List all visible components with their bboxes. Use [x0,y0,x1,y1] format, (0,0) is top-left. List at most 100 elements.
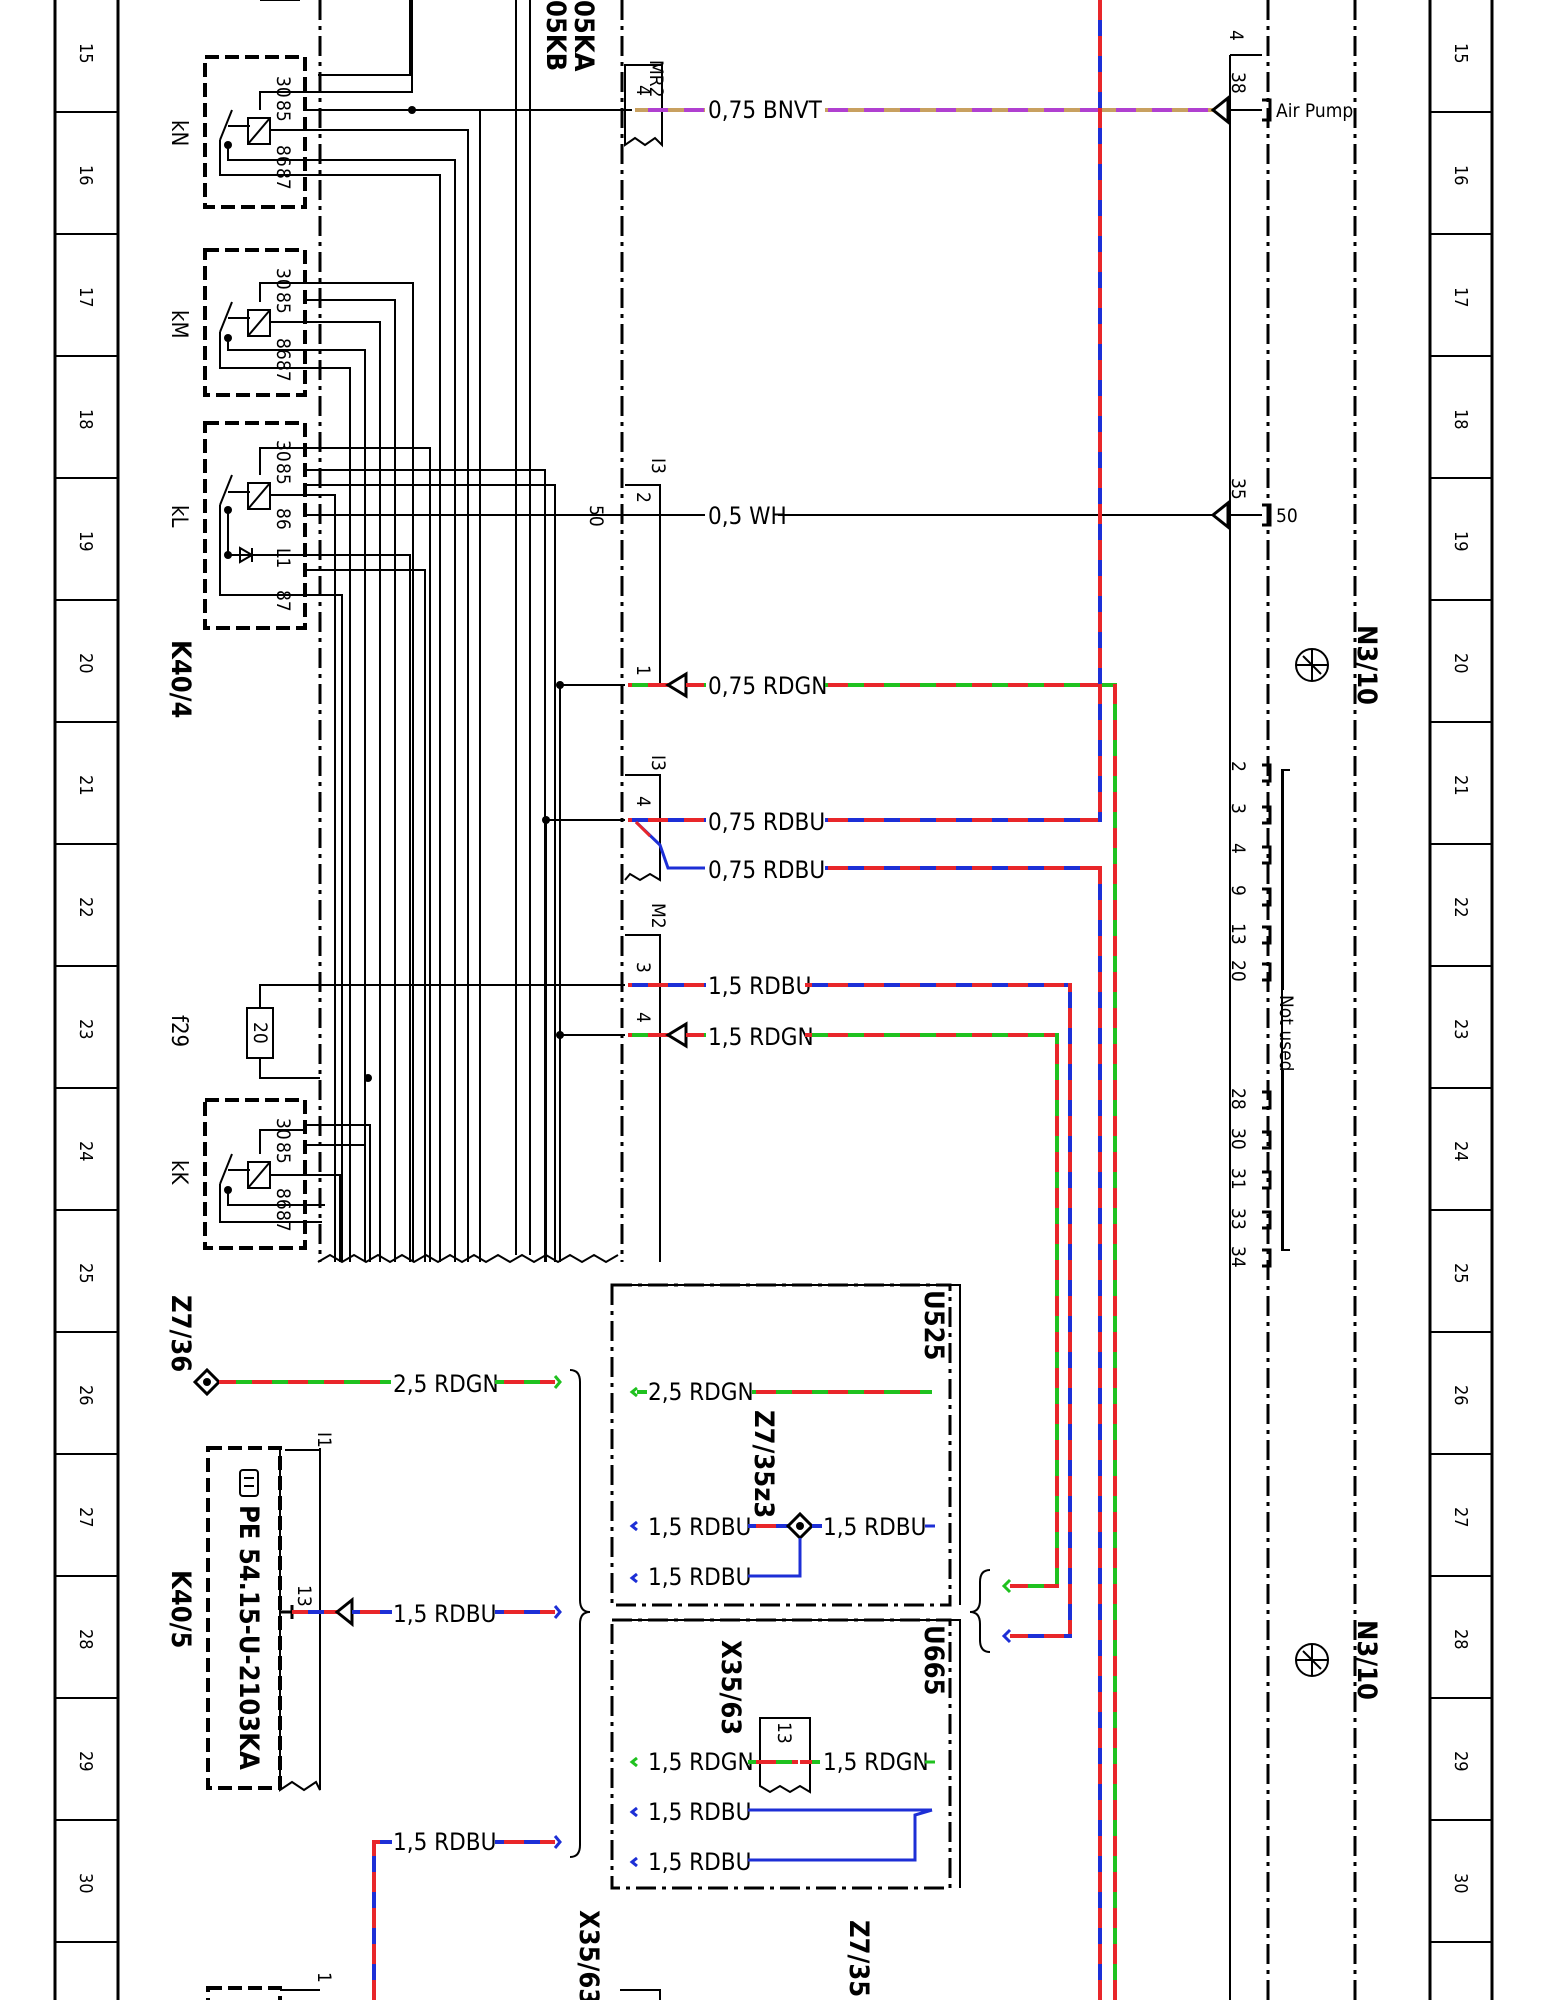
connector-label: M2 [647,903,669,929]
unused-pin-tick [1262,845,1272,865]
grid-row-label: 27 [1450,1507,1471,1528]
wire-label: 1,5 RDBU [823,1513,926,1541]
bottom-connector [620,1989,661,2000]
junction-dot [542,816,550,824]
not-used-label: Not used [1275,995,1297,1071]
grid-row-label: 18 [75,409,96,430]
grid-row-label: 25 [75,1263,96,1284]
wire-label: 1,5 RDBU [393,1828,496,1856]
pin-label: 3 [632,962,654,973]
relay-kn-label: kN [166,120,191,146]
reference-hand-icon [239,1469,259,1497]
unused-pin-tick [1262,1170,1272,1190]
grid-row-label: 17 [75,287,96,308]
unused-pin-tick [1262,1248,1272,1268]
grid-row-label: 28 [1450,1629,1471,1650]
u525-module: U525 2,5 RDGN Z7/35z3 1,5 RDBU 1,5 RDBU … [610,1283,961,1607]
wire-label: 0,75 RDBU [708,808,825,836]
wire-rdbu-1: 0,75 RDBU [628,0,1102,836]
wire-rdgn-1: 0,75 RDGN [628,671,1117,2000]
pin-label: 85 [272,1142,294,1164]
z7-35z3-label: Z7/35z3 [748,1410,779,1518]
wire-label: 0,75 BNVT [708,96,823,124]
pin-label: 2 [632,492,654,503]
grid-row-label: 26 [75,1385,96,1406]
pin-label: 86 [272,508,294,530]
pin-label: 1 [632,665,654,676]
grid-row-label: 23 [75,1019,96,1040]
relay-kk: kK 30 85 86 87 [166,1098,307,1250]
wire-label: 0,75 RDBU [708,856,825,884]
pin-label: 4 [632,796,654,807]
unused-pin-label: 3 [1227,803,1249,814]
connector-end [1001,1578,1012,1594]
unused-pin-tick [1262,1210,1272,1230]
pin-label: 86 [272,338,294,360]
wire-label: 1,5 RDGN [823,1748,929,1776]
fuse-value: 20 [249,1022,271,1044]
unused-pin-label: 31 [1227,1168,1249,1190]
n3-10-label: N3/10 [1351,1620,1382,1700]
pin-label: 38 [1227,72,1249,94]
grid-row-label: 22 [1450,897,1471,918]
wire-rdbu-3: 1,5 RDBU [628,972,1072,1638]
wire-rdgn-2: 1,5 RDGN [628,1021,1059,1588]
connector-m2: M2 3 4 [625,903,669,1262]
wire-label: 1,5 RDBU [648,1563,751,1591]
relay-kl: kL 30 85 86 L1 87 [166,421,307,630]
unused-pin-label: 30 [1227,1128,1249,1150]
grid-row-label: 28 [75,1629,96,1650]
wire-label: 1,5 RDBU [648,1513,751,1541]
n3-10-module: 4 38 35 Air Pump 50 N3/10 N3/10 Not used… [1225,0,1382,2000]
ground-symbol-icon [1295,648,1329,682]
junction-dot [556,1031,564,1039]
air-pump-label: Air Pump [1276,100,1353,122]
pin-label: 85 [272,292,294,314]
unused-pin-label: 13 [1227,923,1249,945]
grid-row-label: 16 [75,165,96,186]
wire-label: 2,5 RDGN [648,1378,754,1406]
grid-row-label: 20 [1450,653,1471,674]
grid-row-label: 16 [1450,165,1471,186]
pin-label: 4 [632,1012,654,1023]
unused-pin-tick [1262,763,1272,783]
junction-dot [364,1074,372,1082]
relay-km: kM 30 85 86 87 [166,248,307,397]
bottom-module-stub: 1 [206,1972,335,2000]
unused-pin-tick [1262,962,1272,982]
pin-label: 87 [272,590,294,612]
wire-label: 1,5 RDBU [393,1600,496,1628]
grid-row-label: 23 [1450,1019,1471,1040]
pin-label: 13 [773,1722,795,1744]
pin-label: 86 [272,145,294,167]
top-wire [318,0,411,76]
grid-row-label: 24 [75,1141,96,1162]
pin-label: 86 [272,1188,294,1210]
pin-label: 4 [1225,30,1247,41]
pin-label: 30 [272,268,294,290]
wire-bottom-rdbu: 1,5 RDBU [372,1828,562,2000]
connector-end [1001,1628,1012,1644]
grid-row-label: 20 [75,653,96,674]
relay-km-label: kM [166,310,191,339]
grid-row-label: 22 [75,897,96,918]
pin-label: 13 [293,1585,315,1607]
wire-label: 2,5 RDGN [393,1370,499,1398]
unused-pin-label: 20 [1227,960,1249,982]
connector-label: I3 [647,458,669,474]
x35-63-label: X35/63 [715,1640,746,1735]
connector-label: I1 [313,1432,335,1448]
u525-label: U525 [918,1290,949,1360]
pin-label: 30 [272,1118,294,1140]
grid-row-label: 30 [1450,1873,1471,1894]
z7-36-label: Z7/36 [165,1295,196,1372]
grid-row-label: 29 [1450,1751,1471,1772]
wire-label: 1,5 RDGN [648,1748,754,1776]
unused-pin-tick [1262,1130,1272,1150]
pin-label: 30 [272,76,294,98]
pin-label: 35 [1227,478,1249,500]
